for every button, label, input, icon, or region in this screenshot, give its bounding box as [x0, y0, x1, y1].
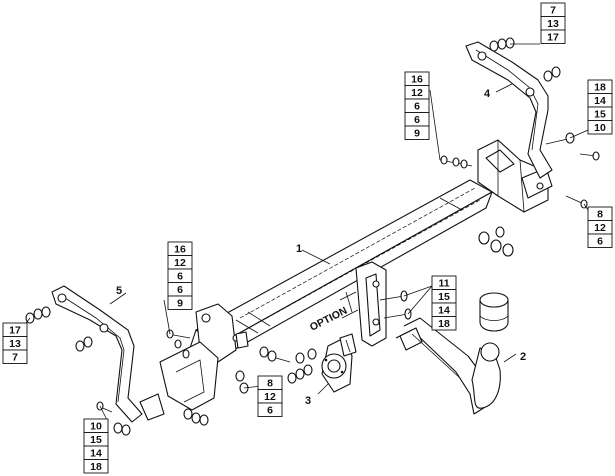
stack-right-lower: 812 6 [587, 206, 613, 248]
stack-item-label: 6 [597, 236, 603, 248]
callout-part-4: 4 [484, 88, 491, 100]
leader-lines [21, 43, 589, 423]
stack-item-label: 15 [90, 434, 102, 446]
stack-item-label: 15 [438, 291, 450, 303]
left-arm-bracket [51, 285, 165, 423]
stack-item-label: 8 [597, 209, 603, 221]
stack-item-label: 14 [90, 448, 102, 460]
callout-part-3: 3 [305, 395, 311, 407]
right-beam-mount [477, 139, 553, 213]
stack-box [587, 120, 613, 135]
callout-part-1: 1 [296, 243, 302, 255]
stack-box [257, 402, 283, 417]
stack-item-label: 12 [594, 222, 606, 234]
stack-box [404, 125, 430, 140]
stack-item-label: 12 [411, 87, 423, 99]
stack-bottom-center: 812 6 [257, 375, 283, 417]
stack-item-label: 8 [267, 378, 273, 390]
stack-item-label: 6 [177, 271, 183, 283]
stack-item-label: 12 [174, 257, 186, 269]
stack-box [83, 459, 109, 474]
stack-item-label: 15 [594, 109, 606, 121]
stack-item-label: 16 [411, 74, 423, 86]
stack-item-label: 11 [438, 278, 449, 290]
stack-top-right: 713 17 [540, 2, 566, 44]
stack-box [431, 316, 457, 331]
hitch-mounting-plate [339, 261, 387, 347]
stack-item-label: 7 [550, 5, 556, 17]
stack-item-label: 17 [547, 32, 559, 44]
stack-item-label: 14 [594, 95, 606, 107]
callout-part-5: 5 [116, 285, 122, 297]
ball-neck [395, 317, 501, 415]
stack-box [587, 233, 613, 248]
stack-item-label: 10 [594, 122, 606, 134]
stack-item-label: 18 [594, 82, 606, 94]
stack-box [540, 29, 566, 44]
callout-part-2: 2 [520, 351, 526, 363]
stack-box [2, 349, 28, 364]
option-label: OPTION [308, 305, 349, 334]
stack-item-label: 13 [9, 338, 21, 350]
stack-item-label: 6 [414, 114, 420, 126]
right-arm-bracket [465, 41, 553, 179]
socket-plate [321, 333, 357, 393]
stack-item-label: 7 [12, 352, 18, 364]
ball-cap [479, 292, 509, 332]
stack-item-label: 13 [547, 18, 559, 30]
stack-item-label: 18 [90, 461, 102, 473]
stack-item-label: 9 [414, 128, 420, 140]
stack-item-label: 16 [174, 244, 186, 256]
stack-item-label: 6 [414, 101, 420, 113]
stack-item-label: 12 [264, 391, 276, 403]
stack-item-label: 9 [177, 298, 183, 310]
stack-item-label: 10 [90, 421, 102, 433]
stack-item-label: 17 [9, 325, 21, 337]
stack-item-label: 14 [438, 305, 450, 317]
stack-item-label: 6 [267, 405, 273, 417]
left-beam-mount [159, 303, 249, 411]
hardware [25, 37, 600, 436]
stack-box [167, 295, 193, 310]
stack-item-label: 18 [438, 318, 450, 330]
stack-item-label: 6 [177, 284, 183, 296]
